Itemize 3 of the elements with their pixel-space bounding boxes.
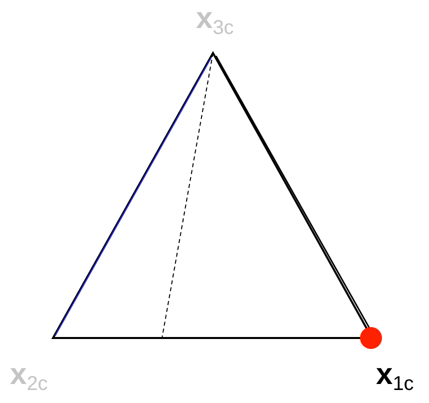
vertex-label: x$_{2c}$ — [10, 360, 48, 394]
vertex-label: x$_{1c}$ — [376, 360, 414, 394]
vertex-label: x$_{3c}$ — [196, 4, 234, 38]
